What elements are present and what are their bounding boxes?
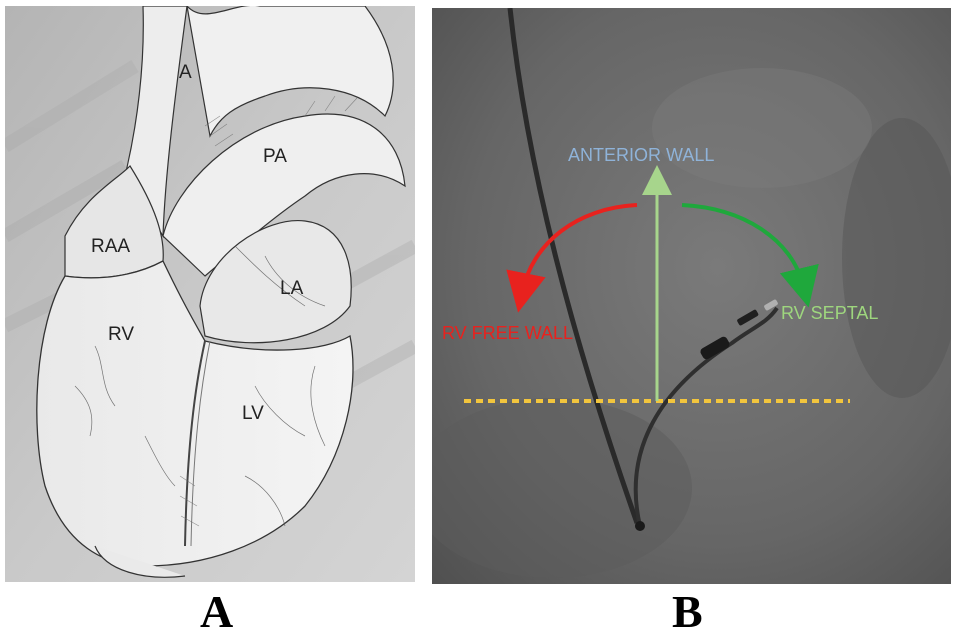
rv-septal-label: RV SEPTAL: [781, 303, 878, 324]
panel-a-caption: A: [200, 585, 233, 638]
anterior-wall-label: ANTERIOR WALL: [568, 145, 714, 166]
right-atrial-appendage-label: RAA: [91, 236, 130, 258]
right-ventricle-label: RV: [108, 324, 134, 346]
aorta-label: A: [179, 62, 192, 84]
anatomy-drawing-panel: A PA RAA LA RV LV: [5, 6, 415, 582]
heart-illustration: [5, 6, 415, 582]
left-atrium-label: LA: [280, 278, 303, 300]
fluoroscopy-image: [432, 8, 951, 584]
rv-free-wall-label: RV FREE WALL: [442, 323, 573, 344]
pulmonary-artery-label: PA: [263, 146, 287, 168]
panel-b-caption: B: [672, 585, 703, 638]
left-ventricle-label: LV: [242, 403, 264, 425]
fluoroscopy-panel: ANTERIOR WALL RV FREE WALL RV SEPTAL: [432, 8, 951, 584]
